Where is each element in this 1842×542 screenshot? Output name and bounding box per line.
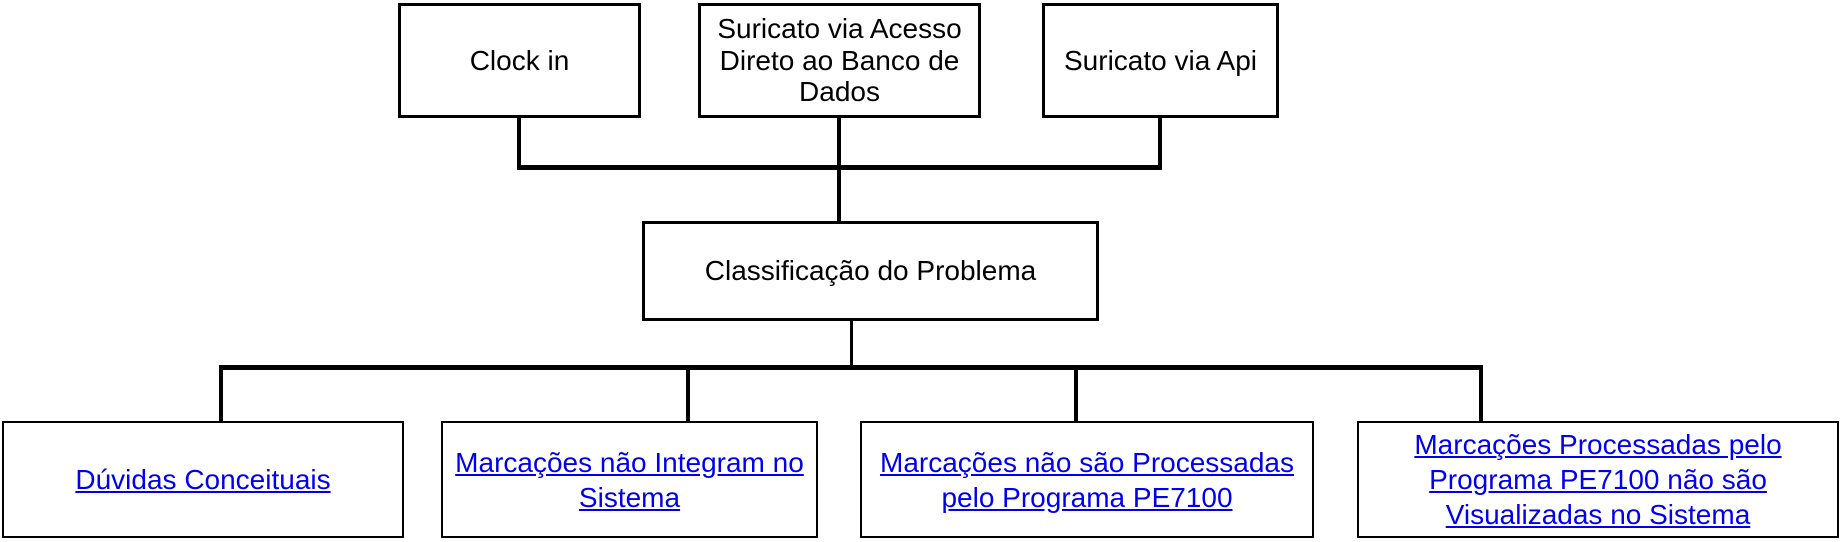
node-suricato-api: Suricato via Api [1042, 3, 1279, 118]
connector-clock-in-down [517, 118, 521, 170]
connector-api-down [1158, 118, 1162, 170]
leaf-marcacoes-processadas-nao-visualizadas: Marcações Processadas pelo Programa PE71… [1357, 421, 1839, 538]
connector-bottom-horizontal [219, 365, 1483, 370]
leaf-marcacoes-nao-integram: Marcações não Integram no Sistema [441, 421, 818, 538]
leaf-duvidas-conceituais: Dúvidas Conceituais [2, 421, 404, 538]
connector-center-down [850, 321, 853, 369]
link-marcacoes-nao-integram[interactable]: Marcações não Integram no Sistema [455, 446, 804, 513]
node-suricato-api-label: Suricato via Api [1064, 44, 1257, 76]
link-marcacoes-nao-processadas[interactable]: Marcações não são Processadas pelo Progr… [880, 446, 1294, 513]
link-duvidas-conceituais[interactable]: Dúvidas Conceituais [75, 464, 331, 495]
leaf-marcacoes-nao-processadas: Marcações não são Processadas pelo Progr… [860, 421, 1314, 538]
node-classificacao-problema-label: Classificação do Problema [704, 255, 1037, 287]
connector-leaf2-down [686, 365, 690, 421]
link-marcacoes-processadas-nao-visualizadas[interactable]: Marcações Processadas pelo Programa PE71… [1414, 429, 1782, 530]
connector-top-horizontal [517, 165, 1162, 170]
node-clock-in-label: Clock in [469, 44, 570, 76]
node-clock-in: Clock in [398, 3, 641, 118]
connector-leaf4-down [1479, 365, 1483, 421]
node-classificacao-problema: Classificação do Problema [642, 221, 1099, 321]
node-suricato-banco-dados-label: Suricato via Acesso Direto ao Banco de D… [717, 12, 962, 108]
connector-leaf3-down [1074, 365, 1078, 421]
connector-leaf1-down [219, 365, 223, 421]
node-suricato-banco-dados: Suricato via Acesso Direto ao Banco de D… [698, 3, 981, 118]
